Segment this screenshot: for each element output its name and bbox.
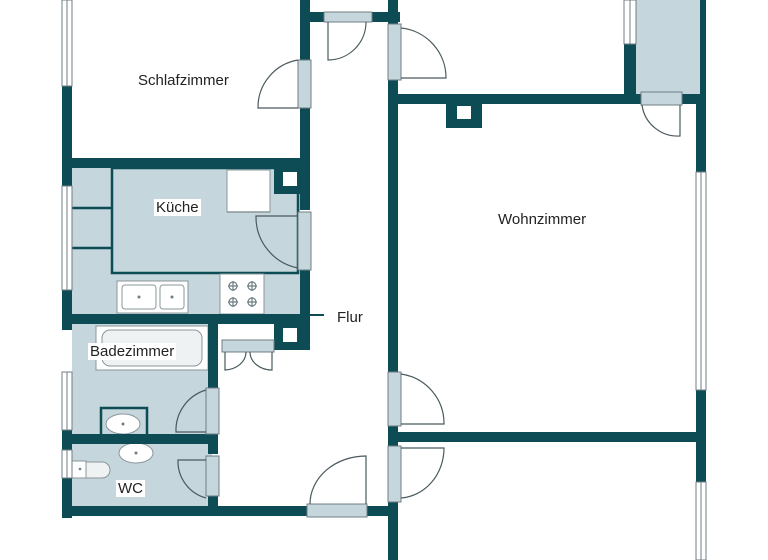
door-top-corridor[interactable] bbox=[323, 11, 373, 61]
door-wc[interactable] bbox=[177, 455, 220, 499]
window-schlafzimmer bbox=[61, 0, 73, 87]
door-badezimmer[interactable] bbox=[175, 387, 220, 435]
window-wohnzimmer bbox=[695, 171, 707, 391]
room-label-kueche: Küche bbox=[154, 199, 201, 216]
door-wardrobe[interactable] bbox=[221, 339, 275, 371]
door-balcony[interactable] bbox=[640, 91, 683, 137]
door-entrance[interactable] bbox=[306, 455, 368, 518]
door-schlafzimmer[interactable] bbox=[257, 59, 312, 109]
chimney-openings bbox=[283, 106, 471, 342]
doors bbox=[175, 11, 683, 518]
room-label-schlafzimmer: Schlafzimmer bbox=[138, 72, 229, 89]
toilet bbox=[71, 460, 111, 479]
wc-washbasin bbox=[118, 442, 154, 464]
room-label-wohnzimmer: Wohnzimmer bbox=[498, 211, 587, 228]
room-label-badezimmer: Badezimmer bbox=[88, 343, 177, 360]
window-badezimmer bbox=[61, 371, 73, 431]
door-lower-right-room[interactable] bbox=[387, 445, 445, 503]
window-lower-room bbox=[695, 481, 707, 560]
window-kueche bbox=[61, 185, 73, 291]
door-kueche[interactable] bbox=[255, 211, 312, 271]
room-label-flur: Flur bbox=[337, 309, 363, 326]
room-label-wc: WC bbox=[116, 480, 145, 497]
window-balcony bbox=[623, 0, 637, 45]
windows bbox=[61, 0, 707, 560]
window-wc bbox=[61, 449, 73, 479]
kitchen-sink bbox=[116, 280, 189, 314]
stove bbox=[219, 273, 265, 315]
balcony-floor bbox=[636, 0, 700, 94]
door-wohnzimmer[interactable] bbox=[387, 371, 445, 427]
door-top-right-room[interactable] bbox=[387, 23, 447, 81]
fridge bbox=[226, 169, 271, 213]
bathroom-washbasin bbox=[99, 406, 149, 438]
